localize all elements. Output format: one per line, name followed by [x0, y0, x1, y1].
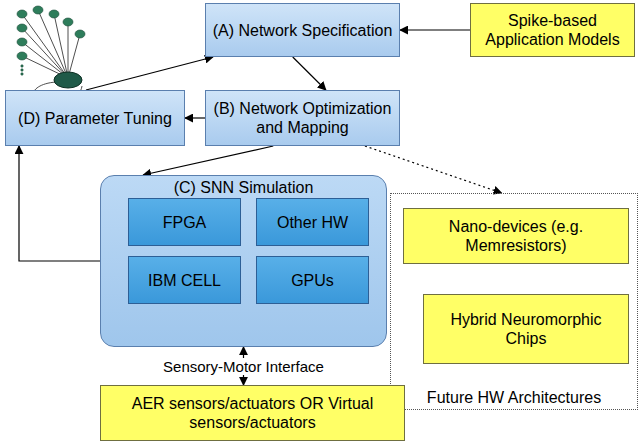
connector-arrow — [400, 29, 470, 30]
hardware-box: GPUs — [256, 256, 369, 304]
node-label: (C) SNN Simulation — [174, 178, 314, 197]
hardware-box: IBM CELL — [128, 256, 241, 304]
connector-arrow — [185, 117, 205, 118]
node-label: (A) Network Specification — [213, 21, 393, 40]
process-box: (A) Network Specification — [205, 3, 400, 57]
interface-box: AER sensors/actuators OR Virtual sensors… — [100, 385, 405, 441]
neuron-dots — [17, 6, 85, 75]
hardware-box: Nano-devices (e.g. Memresistors) — [403, 208, 629, 264]
future-hw-region: Future HW Architectures Nano-devices (e.g… — [390, 193, 638, 410]
node-label: (B) Network Optimization and Mapping — [212, 99, 393, 137]
hardware-box: Other HW — [256, 198, 369, 246]
node-label: AER sensors/actuators OR Virtual sensors… — [107, 394, 398, 432]
connector-arrow — [19, 146, 100, 261]
process-box: (D) Parameter Tuning — [5, 90, 185, 146]
node-label: Other HW — [277, 213, 348, 232]
node-label: Nano-devices (e.g. Memresistors) — [410, 217, 622, 255]
edge-label: Sensory-Motor Interface — [160, 358, 327, 375]
neuron-body — [54, 72, 82, 88]
connector-arrow — [293, 57, 326, 90]
hardware-box: FPGA — [128, 198, 241, 246]
node-label: Hybrid Neuromorphic Chips — [430, 310, 622, 348]
node-label: GPUs — [291, 271, 334, 290]
process-box: (B) Network Optimization and Mapping — [205, 90, 400, 146]
node-label: Spike-based Application Models — [477, 11, 628, 49]
node-label: FPGA — [163, 213, 207, 232]
hardware-box: Hybrid Neuromorphic Chips — [423, 294, 629, 364]
region-label: Future HW Architectures — [427, 388, 601, 407]
connector-arrow — [86, 57, 213, 90]
connector-arrow — [143, 146, 273, 175]
node-label: (D) Parameter Tuning — [18, 109, 172, 128]
input-box: Spike-based Application Models — [470, 3, 635, 57]
simulation-panel: (C) SNN SimulationFPGA Other HW IBM CELL GP… — [100, 175, 387, 347]
node-label: IBM CELL — [148, 271, 221, 290]
